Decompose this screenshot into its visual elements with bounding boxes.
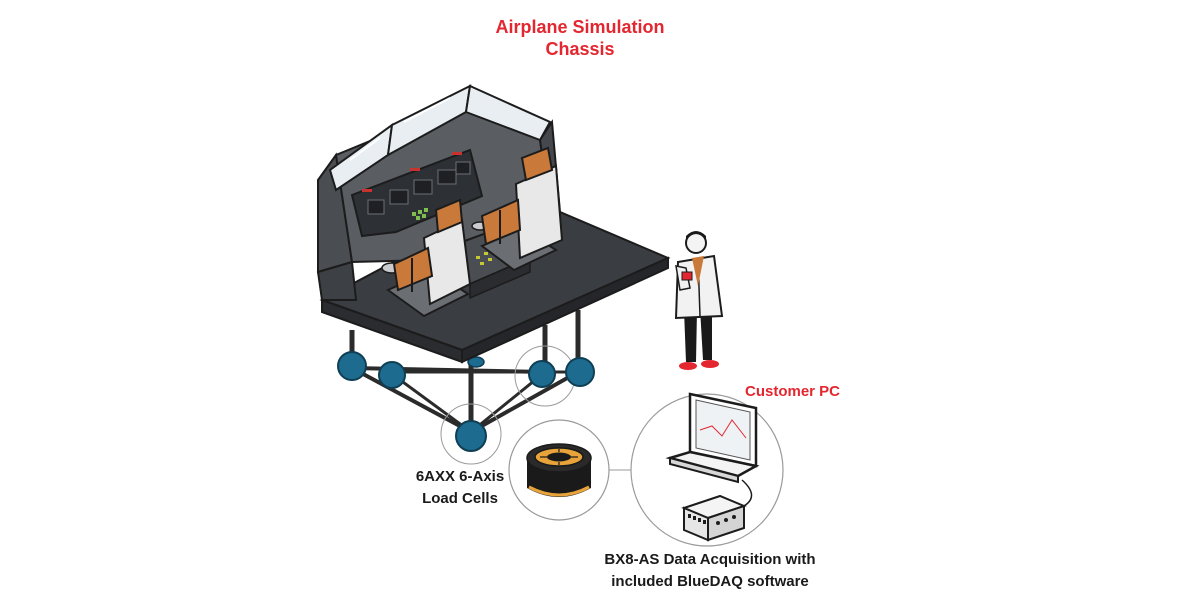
canopy-window-right: [464, 84, 552, 142]
load-cells-label: 6AXX 6-Axis Load Cells: [395, 466, 525, 510]
load-cells-label-line-1: 6AXX 6-Axis: [415, 468, 505, 485]
load-cell-left-mid: [378, 361, 406, 389]
pilot-seat-right: [480, 146, 564, 272]
title-line-1: Airplane Simulation: [495, 17, 665, 37]
daq-label-line-2: included BlueDAQ software: [611, 573, 809, 590]
daq-label: BX8-AS Data Acquisition with included Bl…: [560, 549, 860, 593]
load-cell-front-left: [337, 351, 367, 381]
diagram-title: Airplane Simulation Chassis: [440, 16, 720, 60]
load-cell-front-center: [455, 420, 487, 452]
pilot-seat-left: [386, 198, 472, 318]
load-cell-closeup: [508, 419, 610, 521]
customer-pc-label: Customer PC: [744, 383, 841, 400]
load-cell-right: [565, 357, 595, 387]
pc-closeup: [630, 392, 784, 547]
daq-label-line-1: BX8-AS Data Acquisition with: [604, 551, 816, 568]
title-line-2: Chassis: [545, 39, 615, 59]
operator-figure: [674, 231, 724, 370]
support-structure: [337, 310, 595, 465]
load-cells-label-line-2: Load Cells: [422, 490, 498, 507]
load-cell-right-mid: [528, 360, 556, 388]
